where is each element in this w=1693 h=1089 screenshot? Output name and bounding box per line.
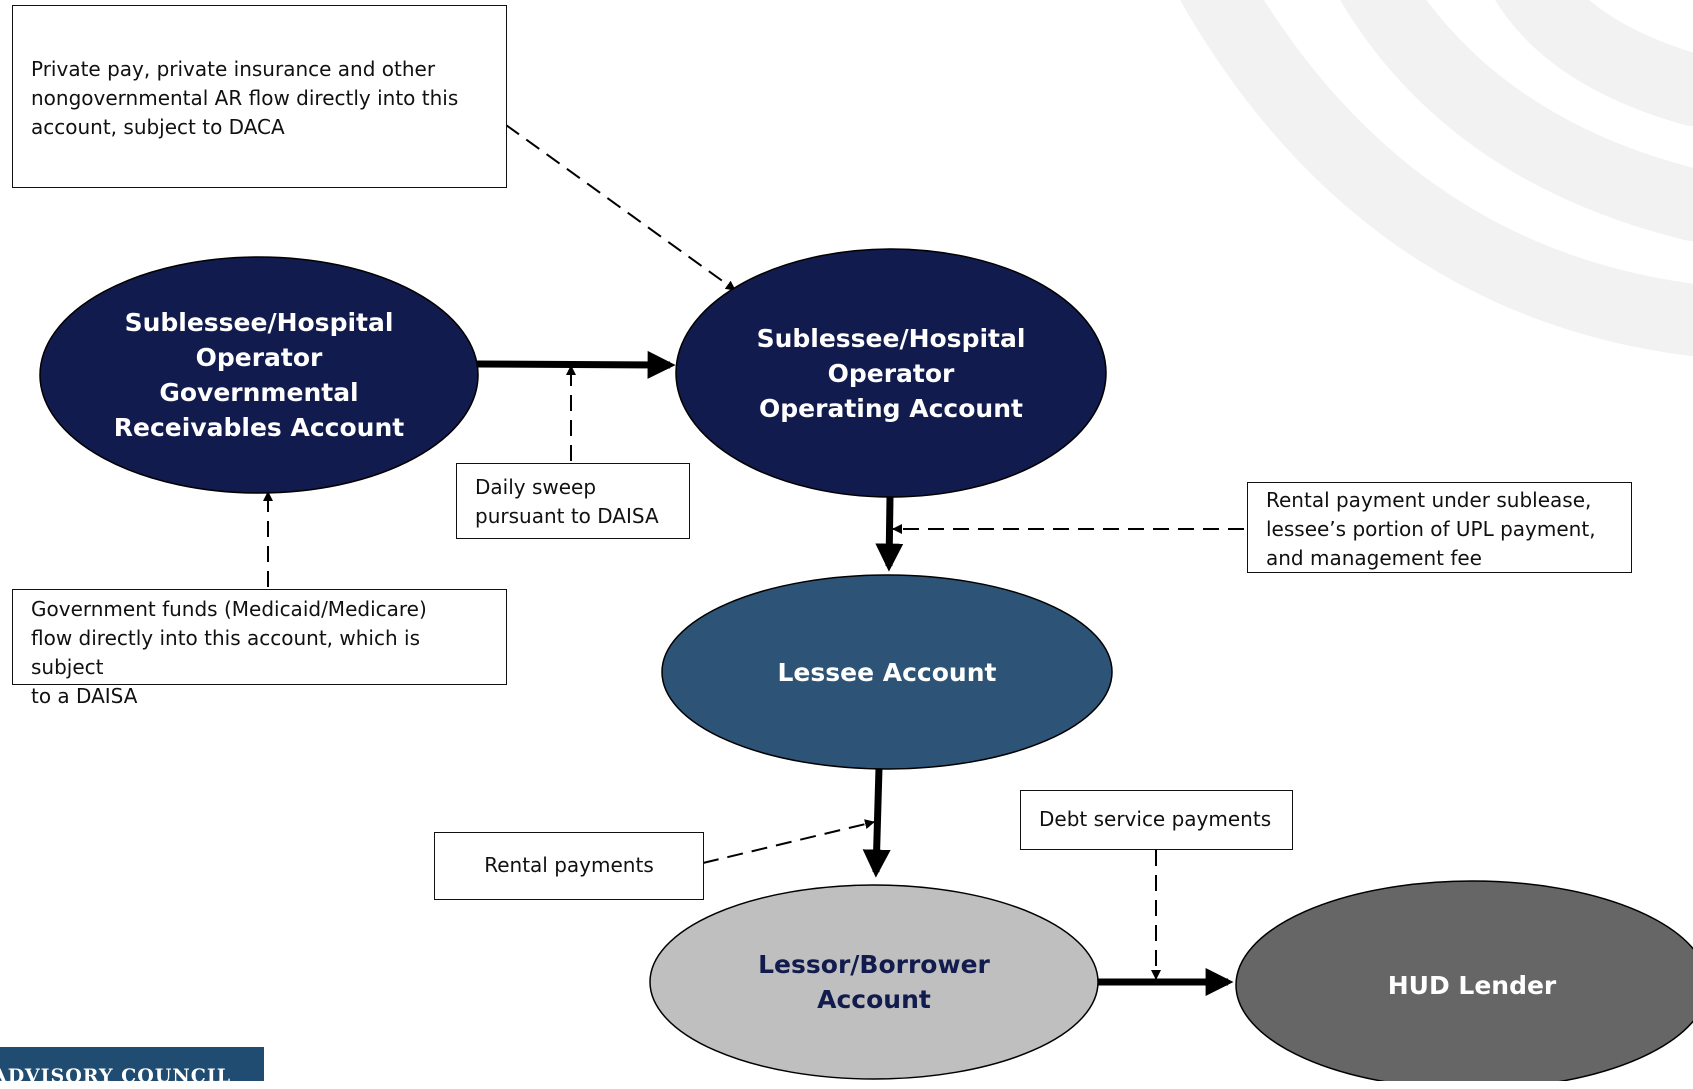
operating-to-lessee-arrow: [875, 496, 904, 572]
private-pay-note-line-3: account, subject to DACA: [31, 115, 285, 139]
advisory-council-logo: ADVISORY COUNCIL: [0, 1047, 264, 1081]
gov-receivables-node: [39, 256, 479, 494]
lessee-to-lessor-arrow: [862, 767, 891, 878]
rental-payments-connector: [702, 819, 875, 864]
rental-sublease-note: Rental payment under sublease, lessee’s …: [1247, 482, 1632, 573]
daily-sweep-note-line-1: Daily sweep: [475, 475, 597, 499]
debt-service-note-line-1: Debt service payments: [1039, 807, 1272, 831]
rental-sublease-note-line-1: Rental payment under sublease,: [1266, 488, 1592, 512]
rental-sublease-note-line-2: lessee’s portion of UPL payment,: [1266, 517, 1596, 541]
government-funds-note-line-3: to a DAISA: [31, 684, 138, 708]
rental-sublease-note-line-3: and management fee: [1266, 546, 1482, 570]
rental-payments-note: Rental payments: [434, 832, 704, 900]
debt-service-note: Debt service payments: [1020, 790, 1293, 850]
operating-account-node: [675, 248, 1107, 498]
logo-text: ADVISORY COUNCIL: [0, 1065, 232, 1081]
sweep-flow-arrow: [476, 350, 676, 379]
government-funds-note-line-1: Government funds (Medicaid/Medicare): [31, 597, 427, 621]
government-funds-note: Government funds (Medicaid/Medicare) flo…: [12, 589, 507, 708]
private-pay-note-line-2: nongovernmental AR flow directly into th…: [31, 86, 459, 110]
daily-sweep-note: Daily sweep pursuant to DAISA: [456, 463, 690, 539]
private-pay-note: Private pay, private insurance and other…: [12, 5, 507, 188]
government-funds-note-line-2: flow directly into this account, which i…: [31, 626, 420, 679]
daily-sweep-note-line-2: pursuant to DAISA: [475, 504, 659, 528]
private-pay-note-line-1: Private pay, private insurance and other: [31, 57, 436, 81]
hud-lender-node: [1235, 880, 1693, 1081]
lessor-borrower-node: [649, 884, 1099, 1080]
private-pay-connector: [505, 124, 736, 291]
watermark-graphic: [1179, 0, 1693, 356]
lessee-account-node: [661, 574, 1113, 770]
rental-payments-note-line-1: Rental payments: [484, 853, 654, 877]
